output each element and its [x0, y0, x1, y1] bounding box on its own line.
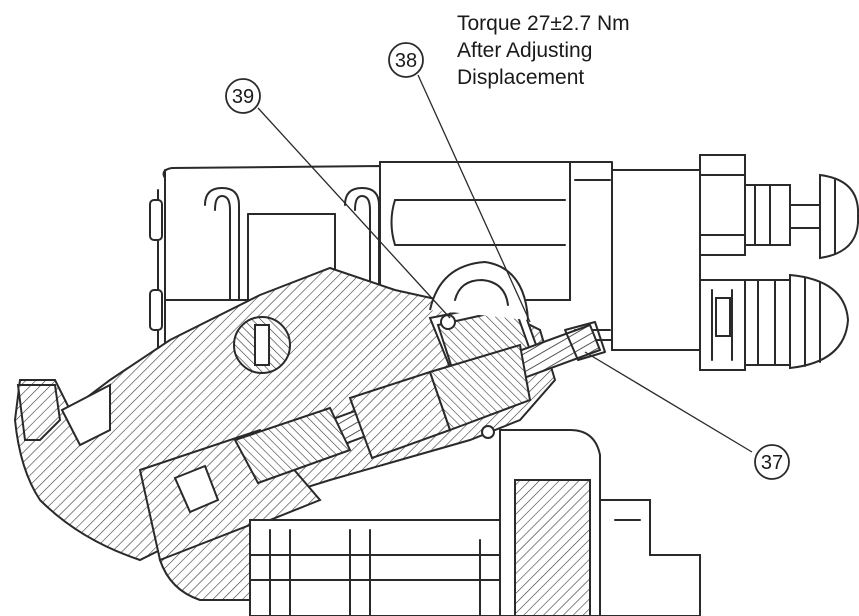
torque-note-line1: Torque 27±2.7 Nm — [457, 12, 630, 35]
torque-note-line3: Displacement — [457, 66, 584, 89]
leader-lines — [257, 74, 753, 453]
swash-plate-section — [13, 260, 606, 562]
balloon-37-label: 37 — [761, 452, 783, 474]
torque-note: Torque 27±2.7 Nm After Adjusting Displac… — [457, 12, 630, 89]
balloon-38: 38 — [388, 42, 424, 78]
valve-housing — [149, 154, 859, 371]
balloon-38-label: 38 — [395, 50, 417, 72]
balloon-39: 39 — [225, 78, 261, 114]
torque-note-line2: After Adjusting — [457, 39, 592, 62]
balloon-39-label: 39 — [232, 86, 254, 108]
balloon-37: 37 — [754, 444, 790, 480]
lower-housing — [158, 429, 701, 616]
